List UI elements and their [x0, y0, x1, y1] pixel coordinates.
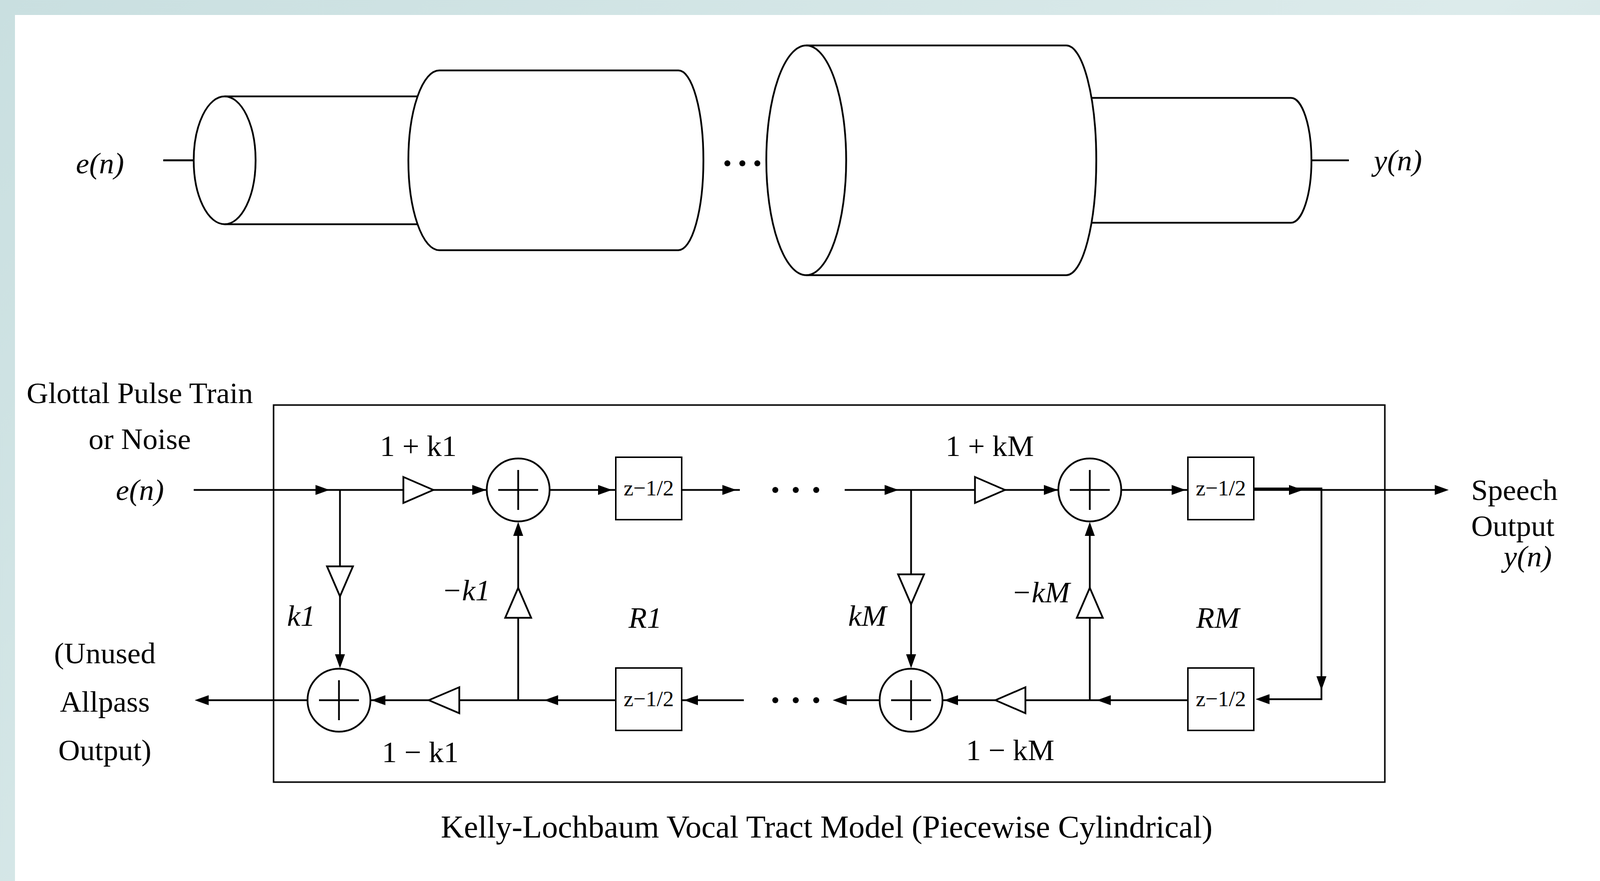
arrowhead	[315, 484, 330, 495]
adder-symbol	[879, 668, 943, 732]
tube-end	[1066, 45, 1097, 276]
delay-label: z−1/2	[623, 475, 674, 502]
arrowhead	[371, 694, 386, 705]
frame	[273, 404, 1385, 782]
tube-wall	[224, 96, 418, 225]
delay-box: z−1/2	[1187, 666, 1255, 731]
ellipsis-dot	[813, 696, 820, 703]
section-label: R1	[628, 599, 662, 636]
caption: Kelly-Lochbaum Vocal Tract Model (Piecew…	[440, 807, 1213, 847]
ellipsis-dot	[772, 696, 779, 703]
arrowhead	[472, 484, 487, 495]
adder-symbol	[1058, 458, 1122, 522]
ellipsis-dot	[792, 696, 799, 703]
output-wire	[1311, 159, 1349, 162]
output-label: (Unused Allpass Output)	[22, 629, 188, 775]
plus-sign	[891, 679, 932, 720]
gain-triangle	[898, 574, 925, 605]
gain-label: 1 − k1	[381, 733, 459, 770]
tube-wall	[1091, 97, 1291, 223]
arrowhead	[194, 694, 209, 705]
arrowhead	[906, 653, 917, 668]
arrowhead	[683, 694, 698, 705]
tube-face	[766, 45, 847, 276]
tube-end	[678, 70, 704, 251]
gain-label: −k1	[441, 572, 491, 609]
plus-sign	[319, 679, 359, 720]
gain-label: 1 − kM	[965, 731, 1055, 768]
gain-label: kM	[848, 597, 887, 634]
arrowhead	[1316, 675, 1327, 690]
arrowhead	[832, 694, 847, 705]
ellipsis-dot	[754, 160, 761, 167]
wire	[193, 488, 404, 491]
arrowhead	[513, 521, 524, 536]
plus-sign	[498, 469, 539, 510]
delay-label: z−1/2	[623, 685, 674, 713]
signal-name: y(n)	[1373, 142, 1423, 179]
arrowhead	[544, 694, 559, 705]
gain-triangle	[428, 686, 460, 713]
tube-face	[193, 96, 256, 225]
ellipsis-dot	[813, 486, 820, 493]
gain-triangle	[505, 587, 532, 618]
tube-end	[1290, 97, 1312, 223]
signal-name: y(n)	[1503, 538, 1553, 575]
arrowhead	[598, 484, 613, 495]
ellipsis-dot	[724, 160, 731, 167]
signal-name: e(n)	[115, 471, 165, 508]
arrowhead	[1434, 484, 1449, 495]
arrowhead	[334, 653, 345, 668]
output-label: Speech Output	[1471, 471, 1592, 544]
input-label: Glottal Pulse Train or Noise	[14, 369, 265, 462]
arrowhead	[1084, 521, 1095, 536]
gain-triangle	[326, 566, 353, 597]
ellipsis-dot	[772, 486, 779, 493]
gain-label: 1 + k1	[379, 427, 457, 464]
section-label: RM	[1196, 599, 1240, 636]
arrowhead	[1171, 484, 1186, 495]
gain-label: −kM	[1011, 574, 1070, 611]
delay-box: z−1/2	[615, 666, 683, 731]
feedback-connector	[1254, 488, 1322, 699]
tube-wall	[439, 70, 679, 251]
arrowhead	[1096, 694, 1111, 705]
gain-triangle	[974, 476, 1005, 503]
gain-label: k1	[287, 597, 316, 634]
delay-label: z−1/2	[1195, 685, 1247, 713]
arrowhead	[884, 484, 899, 495]
arrowhead	[944, 694, 959, 705]
tube-wall	[806, 45, 1067, 276]
arrowhead	[1288, 484, 1303, 495]
wire	[1121, 488, 1438, 491]
input-wire	[163, 159, 194, 162]
arrowhead	[1255, 693, 1270, 704]
signal-name: e(n)	[75, 145, 125, 182]
gain-triangle	[1076, 587, 1103, 618]
adder-symbol	[486, 458, 550, 522]
gain-label: 1 + kM	[945, 427, 1034, 464]
delay-box: z−1/2	[615, 456, 683, 521]
wire	[204, 698, 308, 701]
gain-triangle	[403, 476, 434, 503]
tube-face	[408, 70, 440, 251]
ellipsis-dot	[739, 160, 746, 167]
delay-label: z−1/2	[1195, 475, 1247, 502]
arrowhead	[722, 484, 737, 495]
adder-symbol	[307, 668, 371, 732]
ellipsis-dot	[792, 486, 799, 493]
plus-sign	[1069, 469, 1110, 510]
arrowhead	[1043, 484, 1058, 495]
wire	[844, 488, 975, 491]
delay-box: z−1/2	[1187, 456, 1255, 521]
gain-triangle	[995, 686, 1026, 713]
